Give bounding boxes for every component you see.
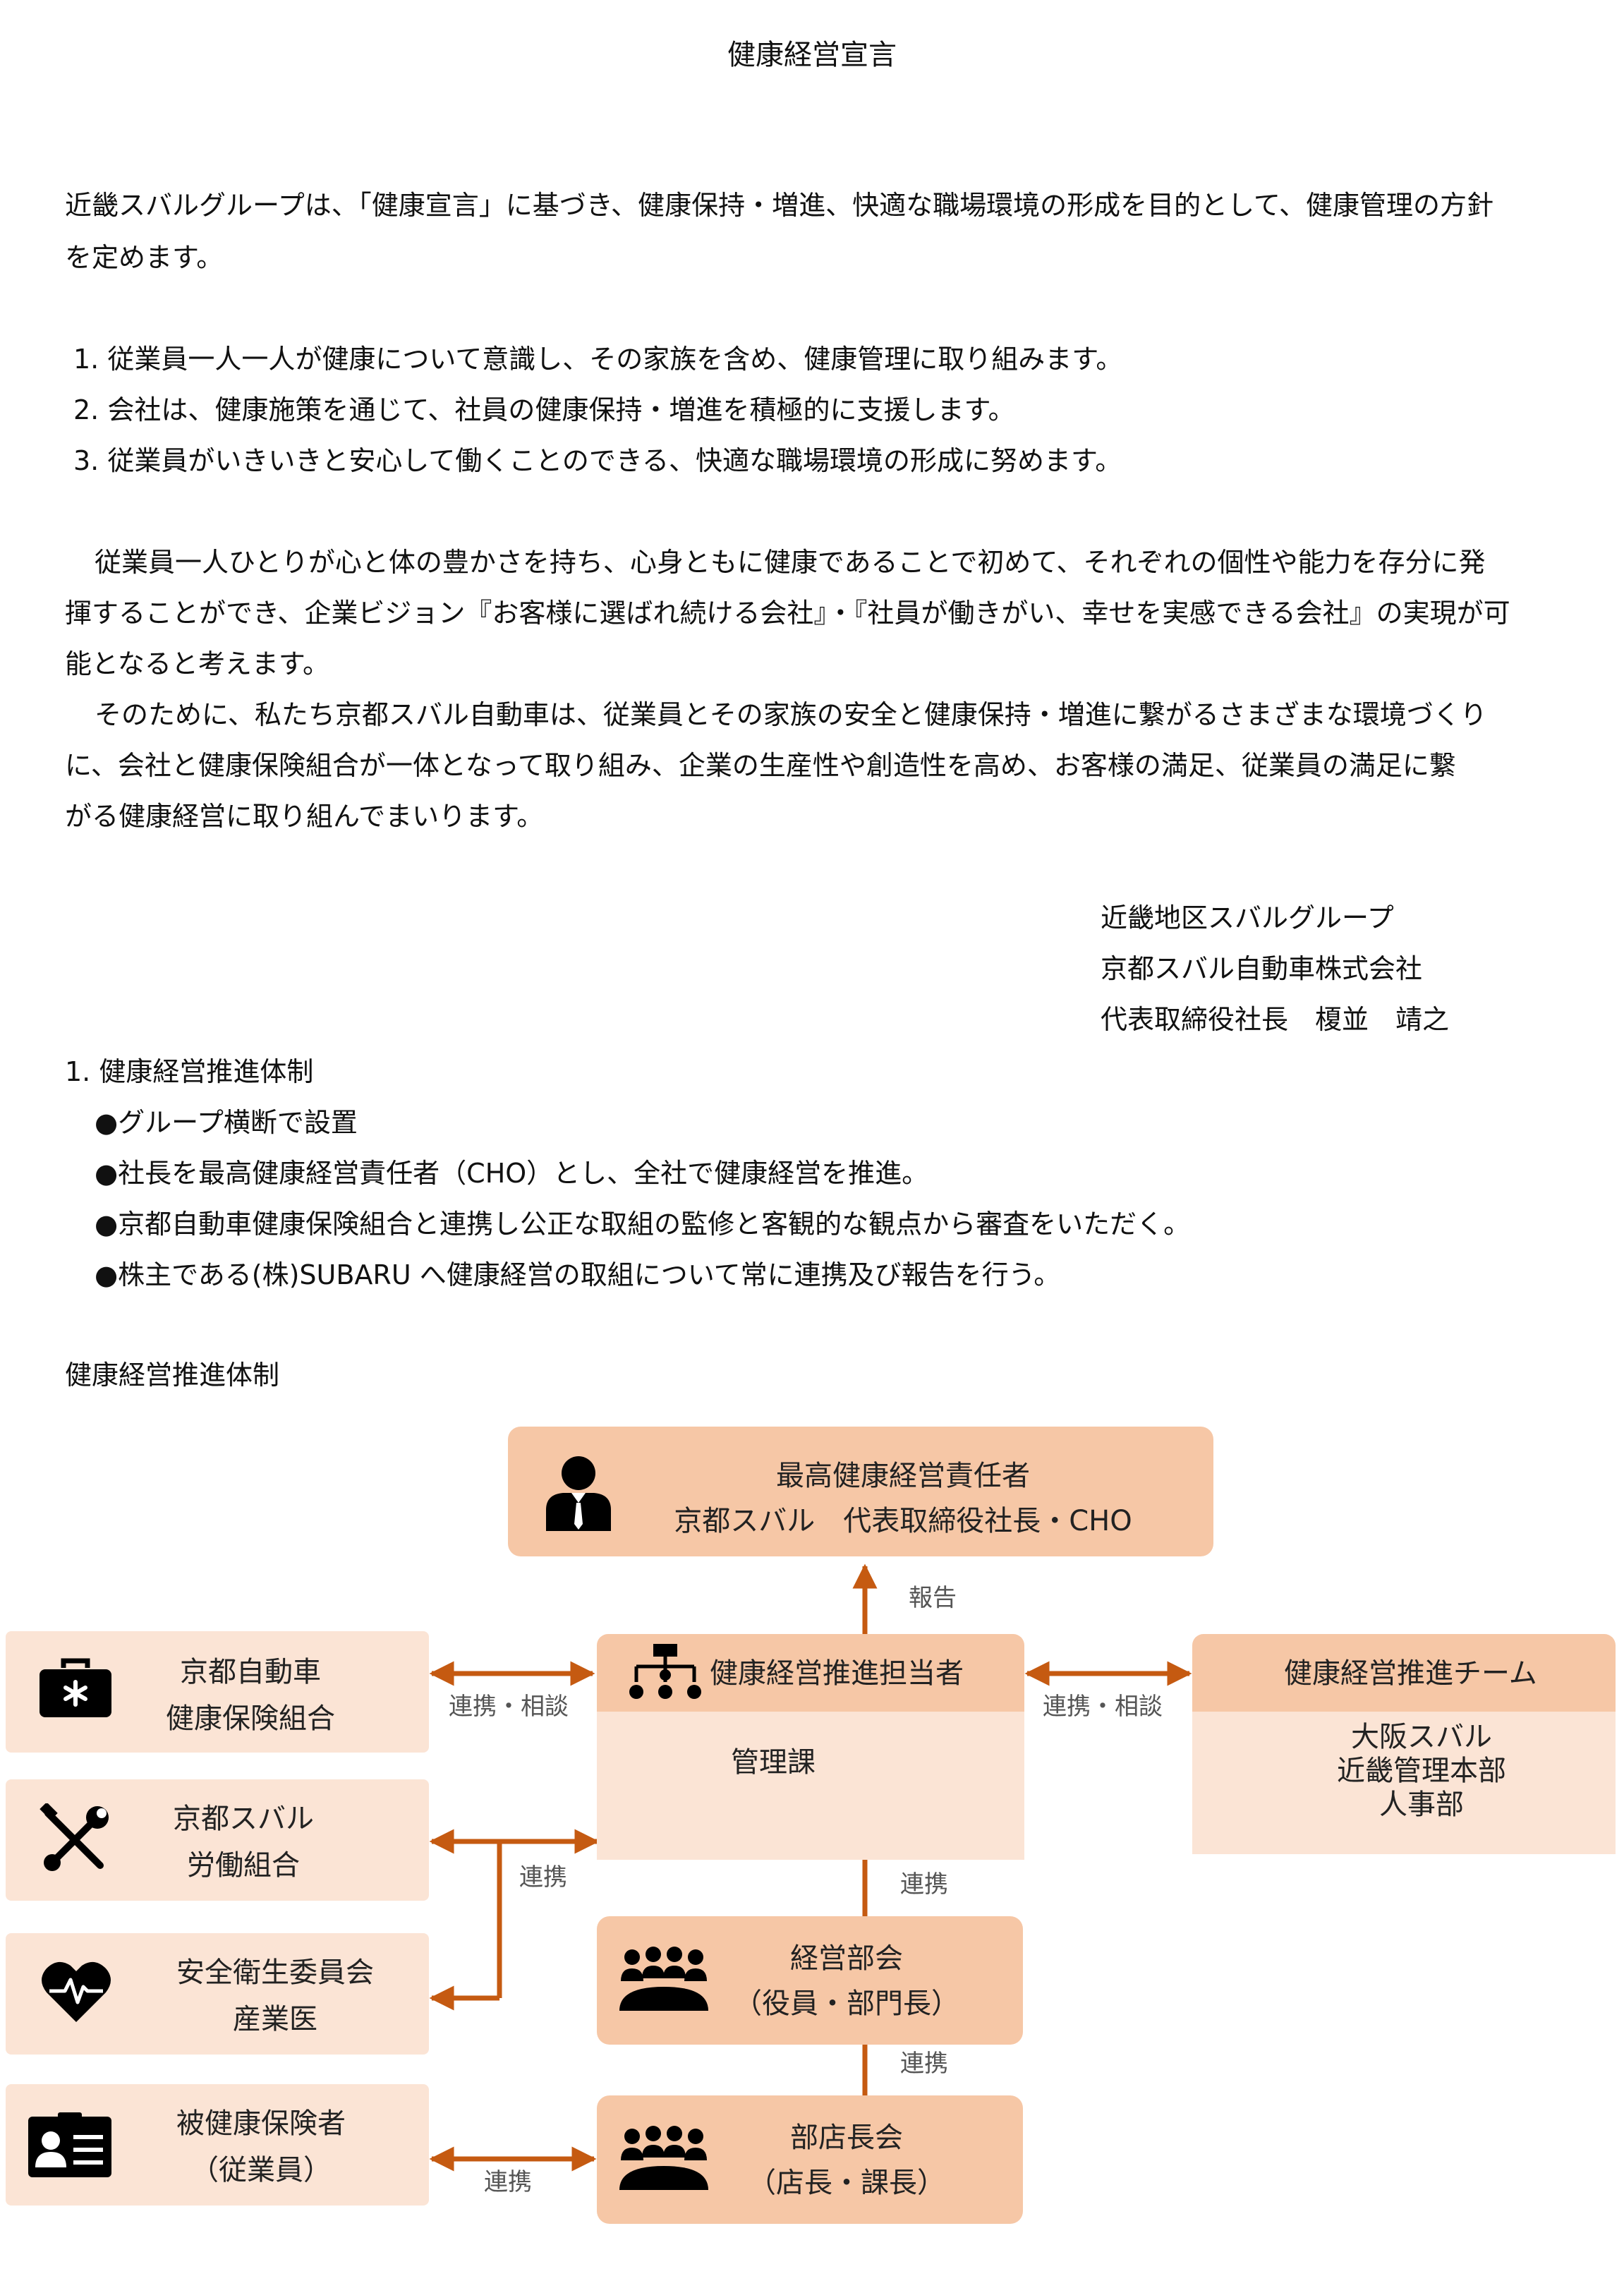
section-bullet-3: ●京都自動車健康保険組合と連携し公正な取組の監修と客観的な観点から審査をいただく… <box>95 1209 1191 1240</box>
heart-pulse-icon <box>41 1959 111 2023</box>
consult-right-label: 連携・相談 <box>1043 1693 1163 1721</box>
insured-employees-name-2: （従業員） <box>190 2154 332 2186</box>
branch-meeting-members: （店長・課長） <box>748 2167 945 2199</box>
policy-item-3: 3. 従業員がいきいきと安心して働くことのできる、快適な職場環境の形成に努めます… <box>73 445 1122 476</box>
manager-body <box>597 1712 1024 1860</box>
cho-box <box>508 1427 1213 1556</box>
signature-company: 京都スバル自動車株式会社 <box>1101 953 1423 984</box>
labor-union-name-2: 労働組合 <box>187 1849 300 1882</box>
body-line-5: に、会社と健康保険組合が一体となって取り組み、企業の生産性や創造性を高め、お客様… <box>65 750 1456 781</box>
body-line-3: 能となると考えます。 <box>65 648 330 679</box>
exec-meeting-members: （役員・部門長） <box>734 1987 959 2020</box>
section-bullet-4: ●株主である(株)SUBARU へ健康経営の取組について常に連携及び報告を行う。 <box>95 1259 1061 1290</box>
person-suit-icon <box>542 1453 615 1531</box>
exec-meeting-name: 経営部会 <box>790 1942 903 1975</box>
first-aid-kit-icon <box>38 1658 113 1719</box>
body-line-2: 揮することができ、企業ビジョン『お客様に選ばれ続ける会社』・『社員が働きがい、幸… <box>65 598 1510 629</box>
body-line-6: がる健康経営に取り組んでまいります。 <box>65 801 544 832</box>
team-body <box>1192 1712 1616 1854</box>
team-title: 健康経営推進チーム <box>1284 1657 1537 1690</box>
policy-item-1: 1. 従業員一人一人が健康について意識し、その家族を含め、健康管理に取り組みます… <box>73 344 1123 375</box>
report-label: 報告 <box>909 1584 957 1612</box>
tools-icon <box>38 1803 111 1877</box>
intro-line-1: 近畿スバルグループは、「健康宣言」に基づき、健康保持・増進、快適な職場環境の形成… <box>65 190 1494 221</box>
body-line-1: 従業員一人ひとりが心と体の豊かさを持ち、心身ともに健康であることで初めて、それぞ… <box>95 547 1486 578</box>
team-member-2: 近畿管理本部 <box>1337 1755 1506 1787</box>
team-member-3: 人事部 <box>1379 1789 1464 1821</box>
labor-union-name-1: 京都スバル <box>173 1803 314 1835</box>
signature-president: 代表取締役社長 榎並 靖之 <box>1101 1004 1450 1035</box>
signature-group: 近畿地区スバルグループ <box>1101 902 1394 933</box>
branch-meeting-name: 部店長会 <box>790 2122 903 2154</box>
cho-subtitle: 京都スバル 代表取締役社長・CHO <box>674 1505 1132 1537</box>
section-bullet-2: ●社長を最高健康経営責任者（CHO）とし、全社で健康経営を推進。 <box>95 1158 929 1189</box>
manager-title: 健康経営推進担当者 <box>710 1657 964 1690</box>
id-card-icon <box>27 2111 113 2179</box>
health-insurance-name-1: 京都自動車 <box>180 1656 321 1688</box>
intro-line-2: を定めます。 <box>65 242 224 273</box>
safety-committee-name-1: 安全衛生委員会 <box>176 1956 374 1989</box>
health-insurance-name-2: 健康保険組合 <box>166 1702 335 1735</box>
exec-branch-link-label: 連携 <box>900 2050 948 2078</box>
meeting-group-icon <box>618 2124 710 2191</box>
policy-item-2: 2. 会社は、健康施策を通じて、社員の健康保持・増進を積極的に支援します。 <box>73 394 1015 425</box>
diagram-title: 健康経営推進体制 <box>65 1360 280 1391</box>
exec-meeting-box <box>597 1916 1023 2045</box>
branch-meeting-box <box>597 2095 1023 2224</box>
body-line-4: そのために、私たち京都スバル自動車は、従業員とその家族の安全と健康保持・増進に繋… <box>95 699 1487 730</box>
manager-exec-link-label: 連携 <box>900 1870 948 1899</box>
employee-link-label: 連携 <box>484 2168 532 2196</box>
safety-committee-name-2: 産業医 <box>233 2003 317 2035</box>
section-bullet-1: ●グループ横断で設置 <box>95 1107 358 1138</box>
manager-dept: 管理課 <box>731 1746 816 1779</box>
union-link-label: 連携 <box>519 1863 567 1892</box>
meeting-group-icon <box>618 1944 710 2012</box>
insured-employees-name-1: 被健康保険者 <box>176 2107 346 2140</box>
org-chart-icon <box>626 1642 704 1705</box>
page-title: 健康経営宣言 <box>727 39 897 71</box>
section-heading: 1. 健康経営推進体制 <box>65 1056 314 1087</box>
team-member-1: 大阪スバル <box>1351 1721 1492 1753</box>
cho-title: 最高健康経営責任者 <box>776 1460 1030 1492</box>
consult-left-label: 連携・相談 <box>449 1693 569 1721</box>
team-header <box>1192 1634 1616 1712</box>
